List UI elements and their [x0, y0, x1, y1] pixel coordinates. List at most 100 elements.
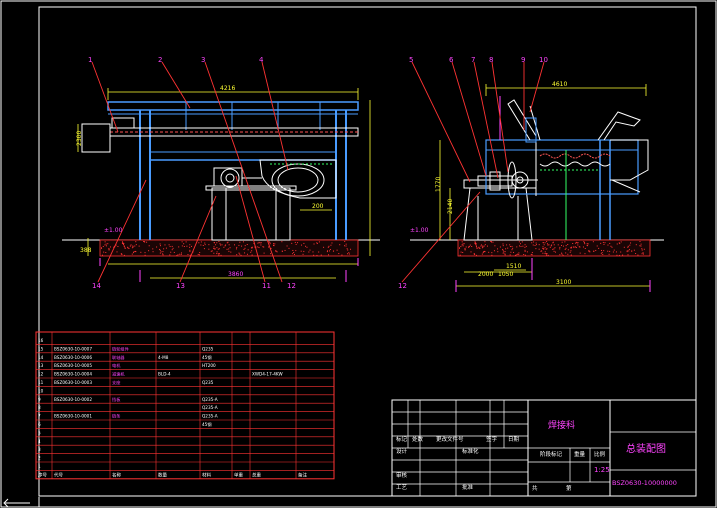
drawing-name: 总装配图 [626, 442, 666, 455]
hatch-dot [515, 254, 517, 256]
hatch-dot [546, 248, 548, 250]
hatch-dot [544, 242, 546, 244]
hatch-dot [281, 241, 283, 243]
hatch-dot [236, 254, 238, 256]
hatch-dot [116, 251, 118, 253]
hatch-dot [641, 249, 643, 251]
hatch-dot [600, 253, 602, 255]
hatch-dot [464, 249, 466, 251]
hatch-dot [524, 244, 526, 246]
hatch-dot [474, 241, 476, 243]
hatch-dot [546, 243, 548, 245]
hatch-dot [313, 243, 315, 245]
hatch-dot [476, 247, 478, 249]
hatch-dot [294, 241, 296, 243]
hatch-dot [105, 245, 107, 247]
hatch-dot [332, 250, 334, 252]
bom-cell: Q235-A [202, 414, 218, 419]
hatch-dot [331, 242, 333, 244]
bom-header-cell: 数量 [158, 471, 167, 478]
hatch-dot [312, 251, 314, 253]
hatch-dot [553, 248, 555, 250]
hatch-dot [101, 254, 103, 256]
hatch-dot [156, 246, 158, 248]
hatch-dot [587, 245, 589, 247]
hatch-dot [239, 241, 241, 243]
hatch-dot [511, 245, 513, 247]
hatch-dot [635, 253, 637, 255]
callout-2: 2 [158, 56, 162, 64]
hatch-dot [552, 242, 554, 244]
hatch-dot [338, 253, 340, 255]
hatch-dot [567, 249, 569, 251]
hatch-dot [123, 245, 125, 247]
hatch-dot [101, 247, 103, 249]
hatch-dot [572, 246, 574, 248]
hatch-dot [144, 252, 146, 254]
hatch-dot [121, 253, 123, 255]
hatch-dot [549, 246, 551, 248]
hatch-dot [602, 253, 604, 255]
hatch-dot [473, 253, 475, 255]
hatch-dot [561, 252, 563, 254]
hatch-dot [105, 243, 107, 245]
bom-header-cell: 代号 [54, 471, 63, 478]
hatch-dot [475, 242, 477, 244]
hatch-dot [576, 242, 578, 244]
hatch-dot [524, 250, 526, 252]
bom-cell: 减速机 [112, 371, 125, 378]
hatch-dot [220, 254, 222, 256]
hatch-dot [531, 254, 533, 256]
hatch-dot [521, 241, 523, 243]
hatch-dot [214, 248, 216, 250]
hatch-dot [183, 243, 185, 245]
hatch-dot [519, 243, 521, 245]
hatch-dot [490, 241, 492, 243]
dim-side-base: 2000 [478, 271, 493, 278]
hatch-dot [268, 241, 270, 243]
dim-side-height: 1770 [435, 177, 442, 192]
hatch-dot [575, 242, 577, 244]
hatch-dot [564, 241, 566, 243]
hatch-dot [565, 245, 567, 247]
hatch-dot [583, 241, 585, 243]
dim-side-ground: ±1.00 [410, 227, 429, 234]
hatch-dot [524, 254, 526, 256]
hatch-dot [643, 248, 645, 250]
hatch-dot [135, 244, 137, 246]
hatch-dot [270, 247, 272, 249]
hatch-dot [134, 250, 136, 252]
hatch-dot [217, 248, 219, 250]
callout-13: 13 [176, 282, 185, 290]
hatch-dot [259, 242, 261, 244]
hatch-dot [295, 250, 297, 252]
hatch-dot [180, 253, 182, 255]
hatch-dot [269, 243, 271, 245]
hatch-dot [236, 246, 238, 248]
hatch-dot [482, 246, 484, 248]
hatch-dot [552, 241, 554, 243]
hatch-dot [637, 254, 639, 256]
hatch-dot [618, 242, 620, 244]
hatch-dot [303, 250, 305, 252]
hatch-dot [554, 251, 556, 253]
hatch-dot [251, 250, 253, 252]
hatch-dot [152, 248, 154, 250]
cursor-ucs-arrow [3, 498, 9, 508]
callout-5: 5 [409, 56, 413, 64]
hatch-dot [470, 251, 472, 253]
callout-12-front: 12 [287, 282, 296, 290]
dim-side-total: 3100 [556, 279, 571, 286]
hatch-dot [542, 242, 544, 244]
dim-side-top: 4610 [552, 81, 567, 88]
hatch-dot [257, 246, 259, 248]
hatch-dot [620, 251, 622, 253]
bom-header-cell: 备注 [298, 471, 307, 478]
bom-cell: 15 [38, 346, 44, 351]
hatch-dot [269, 242, 271, 244]
hatch-dot [218, 241, 220, 243]
hatch-dot [162, 253, 164, 255]
hatch-dot [346, 248, 348, 250]
hatch-dot [105, 252, 107, 254]
callout-4: 4 [259, 56, 264, 64]
